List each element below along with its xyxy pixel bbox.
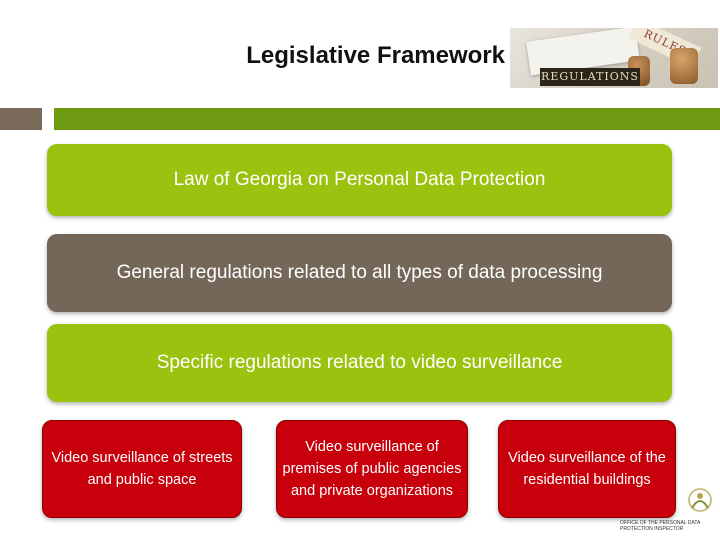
law-box-label: Law of Georgia on Personal Data Protecti…: [173, 169, 546, 190]
regulations-label: REGULATIONS: [540, 68, 640, 86]
subitem-box-residential: Video surveillance of the residential bu…: [498, 420, 676, 518]
header-divider-left: [0, 108, 42, 130]
subitem-box-premises: Video surveillance of premises of public…: [276, 420, 468, 518]
specific-regulations-label: Specific regulations related to video su…: [156, 352, 563, 373]
laurel-icon: [688, 488, 712, 512]
subitem-label: Video surveillance of premises of public…: [282, 439, 462, 499]
law-box: Law of Georgia on Personal Data Protecti…: [47, 144, 672, 216]
subitem-label: Video surveillance of streets and public…: [51, 450, 233, 488]
office-logo-text: OFFICE OF THE PERSONAL DATA PROTECTION I…: [620, 520, 701, 532]
general-regulations-label: General regulations related to all types…: [116, 262, 603, 283]
general-regulations-box: General regulations related to all types…: [47, 234, 672, 312]
header-divider-right: [54, 108, 720, 130]
specific-regulations-box: Specific regulations related to video su…: [47, 324, 672, 402]
page-title: Legislative Framework: [246, 42, 505, 69]
subitem-label: Video surveillance of the residential bu…: [508, 450, 666, 488]
regulations-banner-image: RULES REGULATIONS: [510, 28, 718, 88]
subitem-box-streets: Video surveillance of streets and public…: [42, 420, 242, 518]
office-logo: OFFICE OF THE PERSONAL DATA PROTECTION I…: [620, 486, 718, 534]
stamp-icon: [670, 48, 698, 84]
